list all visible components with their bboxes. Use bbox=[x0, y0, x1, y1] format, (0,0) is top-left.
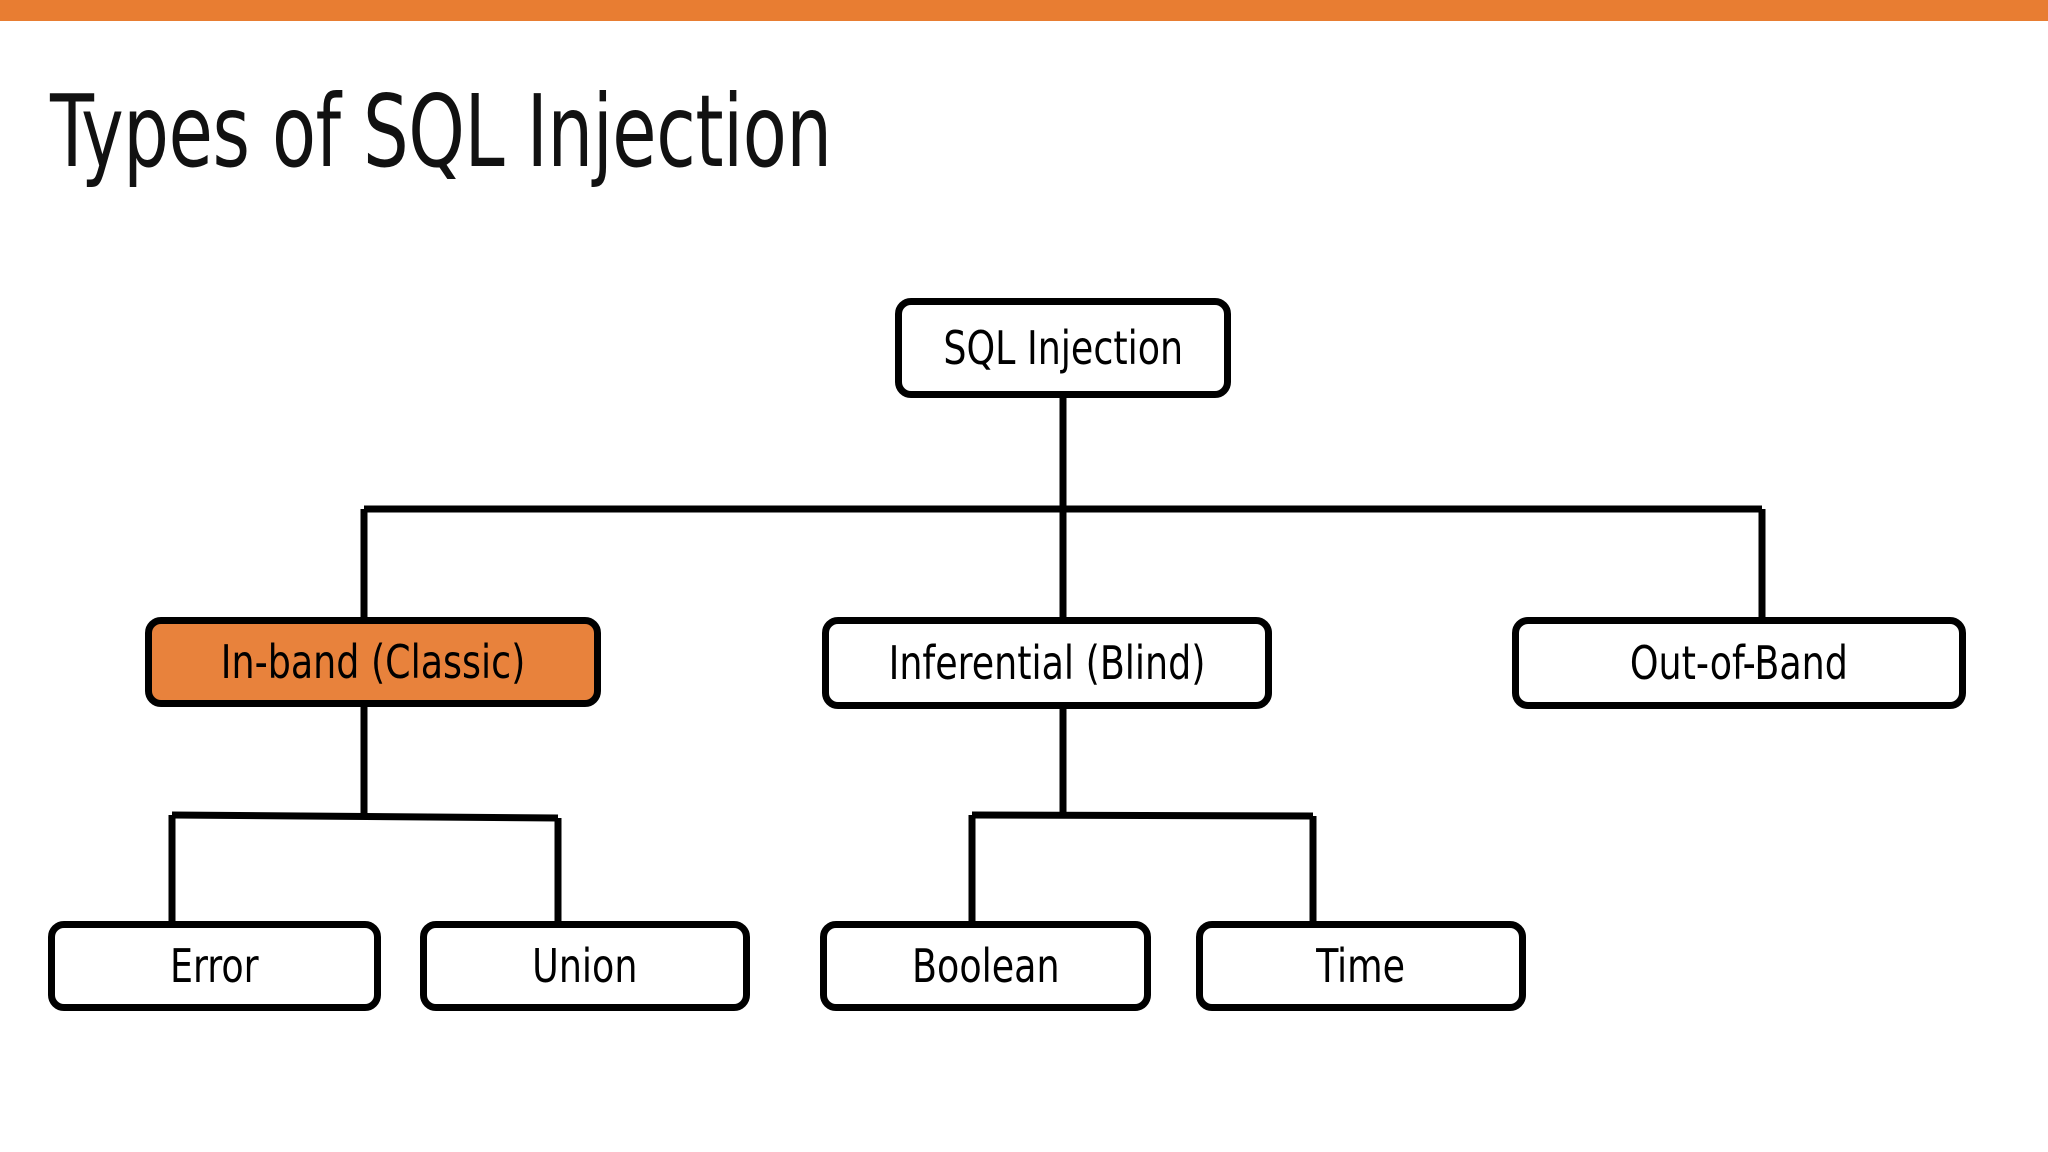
node-label-in-band-classic: In-band (Classic) bbox=[220, 635, 526, 689]
node-time[interactable]: Time bbox=[1196, 921, 1526, 1011]
node-label-sql-injection: SQL Injection bbox=[943, 321, 1183, 375]
node-in-band-classic[interactable]: In-band (Classic) bbox=[145, 617, 601, 707]
edge-inferential-bus bbox=[971, 811, 1314, 820]
node-label-boolean: Boolean bbox=[911, 939, 1060, 993]
node-label-out-of-band: Out-of-Band bbox=[1629, 636, 1848, 690]
top-accent-bar bbox=[0, 0, 2048, 21]
edge-inband-bus bbox=[171, 811, 559, 822]
node-union[interactable]: Union bbox=[420, 921, 750, 1011]
page-title: Types of SQL Injection bbox=[50, 73, 832, 190]
node-label-error: Error bbox=[170, 939, 259, 993]
node-label-time: Time bbox=[1316, 939, 1406, 993]
node-sql-injection[interactable]: SQL Injection bbox=[895, 298, 1231, 398]
node-error[interactable]: Error bbox=[48, 921, 381, 1011]
node-label-union: Union bbox=[532, 939, 638, 993]
node-out-of-band[interactable]: Out-of-Band bbox=[1512, 617, 1966, 709]
node-label-inferential-blind: Inferential (Blind) bbox=[888, 636, 1206, 690]
node-boolean[interactable]: Boolean bbox=[820, 921, 1151, 1011]
node-inferential-blind[interactable]: Inferential (Blind) bbox=[822, 617, 1272, 709]
